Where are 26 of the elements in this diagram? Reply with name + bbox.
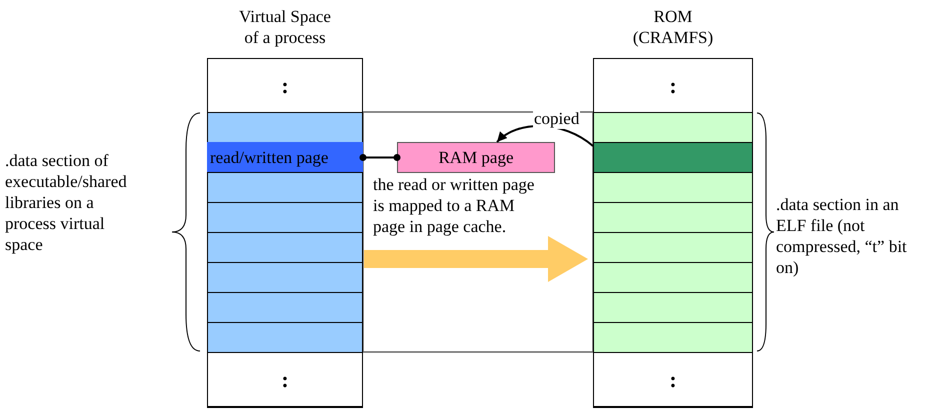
page-row [207,172,363,203]
section-annotation: .data section in an ELF file (not compressed, “t” bit on) [776,194,908,278]
page-row [593,322,753,353]
page-row [593,202,753,233]
page-row [207,112,363,143]
ram-page-box: RAM page [397,142,555,173]
page-row [207,292,363,323]
block-arrow [364,236,588,282]
highlighted-page-row: read/written page [207,142,363,173]
column-heading: ROM (CRAMFS) [632,6,714,48]
connector-line [360,154,400,161]
page-row [593,292,753,323]
curved-arrow [496,125,594,147]
edge-label: copied [533,108,580,129]
column-heading: Virtual Space of a process [238,6,332,48]
page-row [207,322,363,353]
section-annotation: .data section of executable/shared libraries on a process virtual space [5,150,128,255]
page-row [593,112,753,143]
page-row [593,232,753,263]
page-row [207,262,363,293]
page-row [593,172,753,203]
page-row [207,232,363,263]
mapping-note: the read or written page is mapped to a RAM page in page cache. [373,174,536,237]
page-row [593,262,753,293]
highlighted-page-row [593,142,753,173]
page-row [207,202,363,233]
